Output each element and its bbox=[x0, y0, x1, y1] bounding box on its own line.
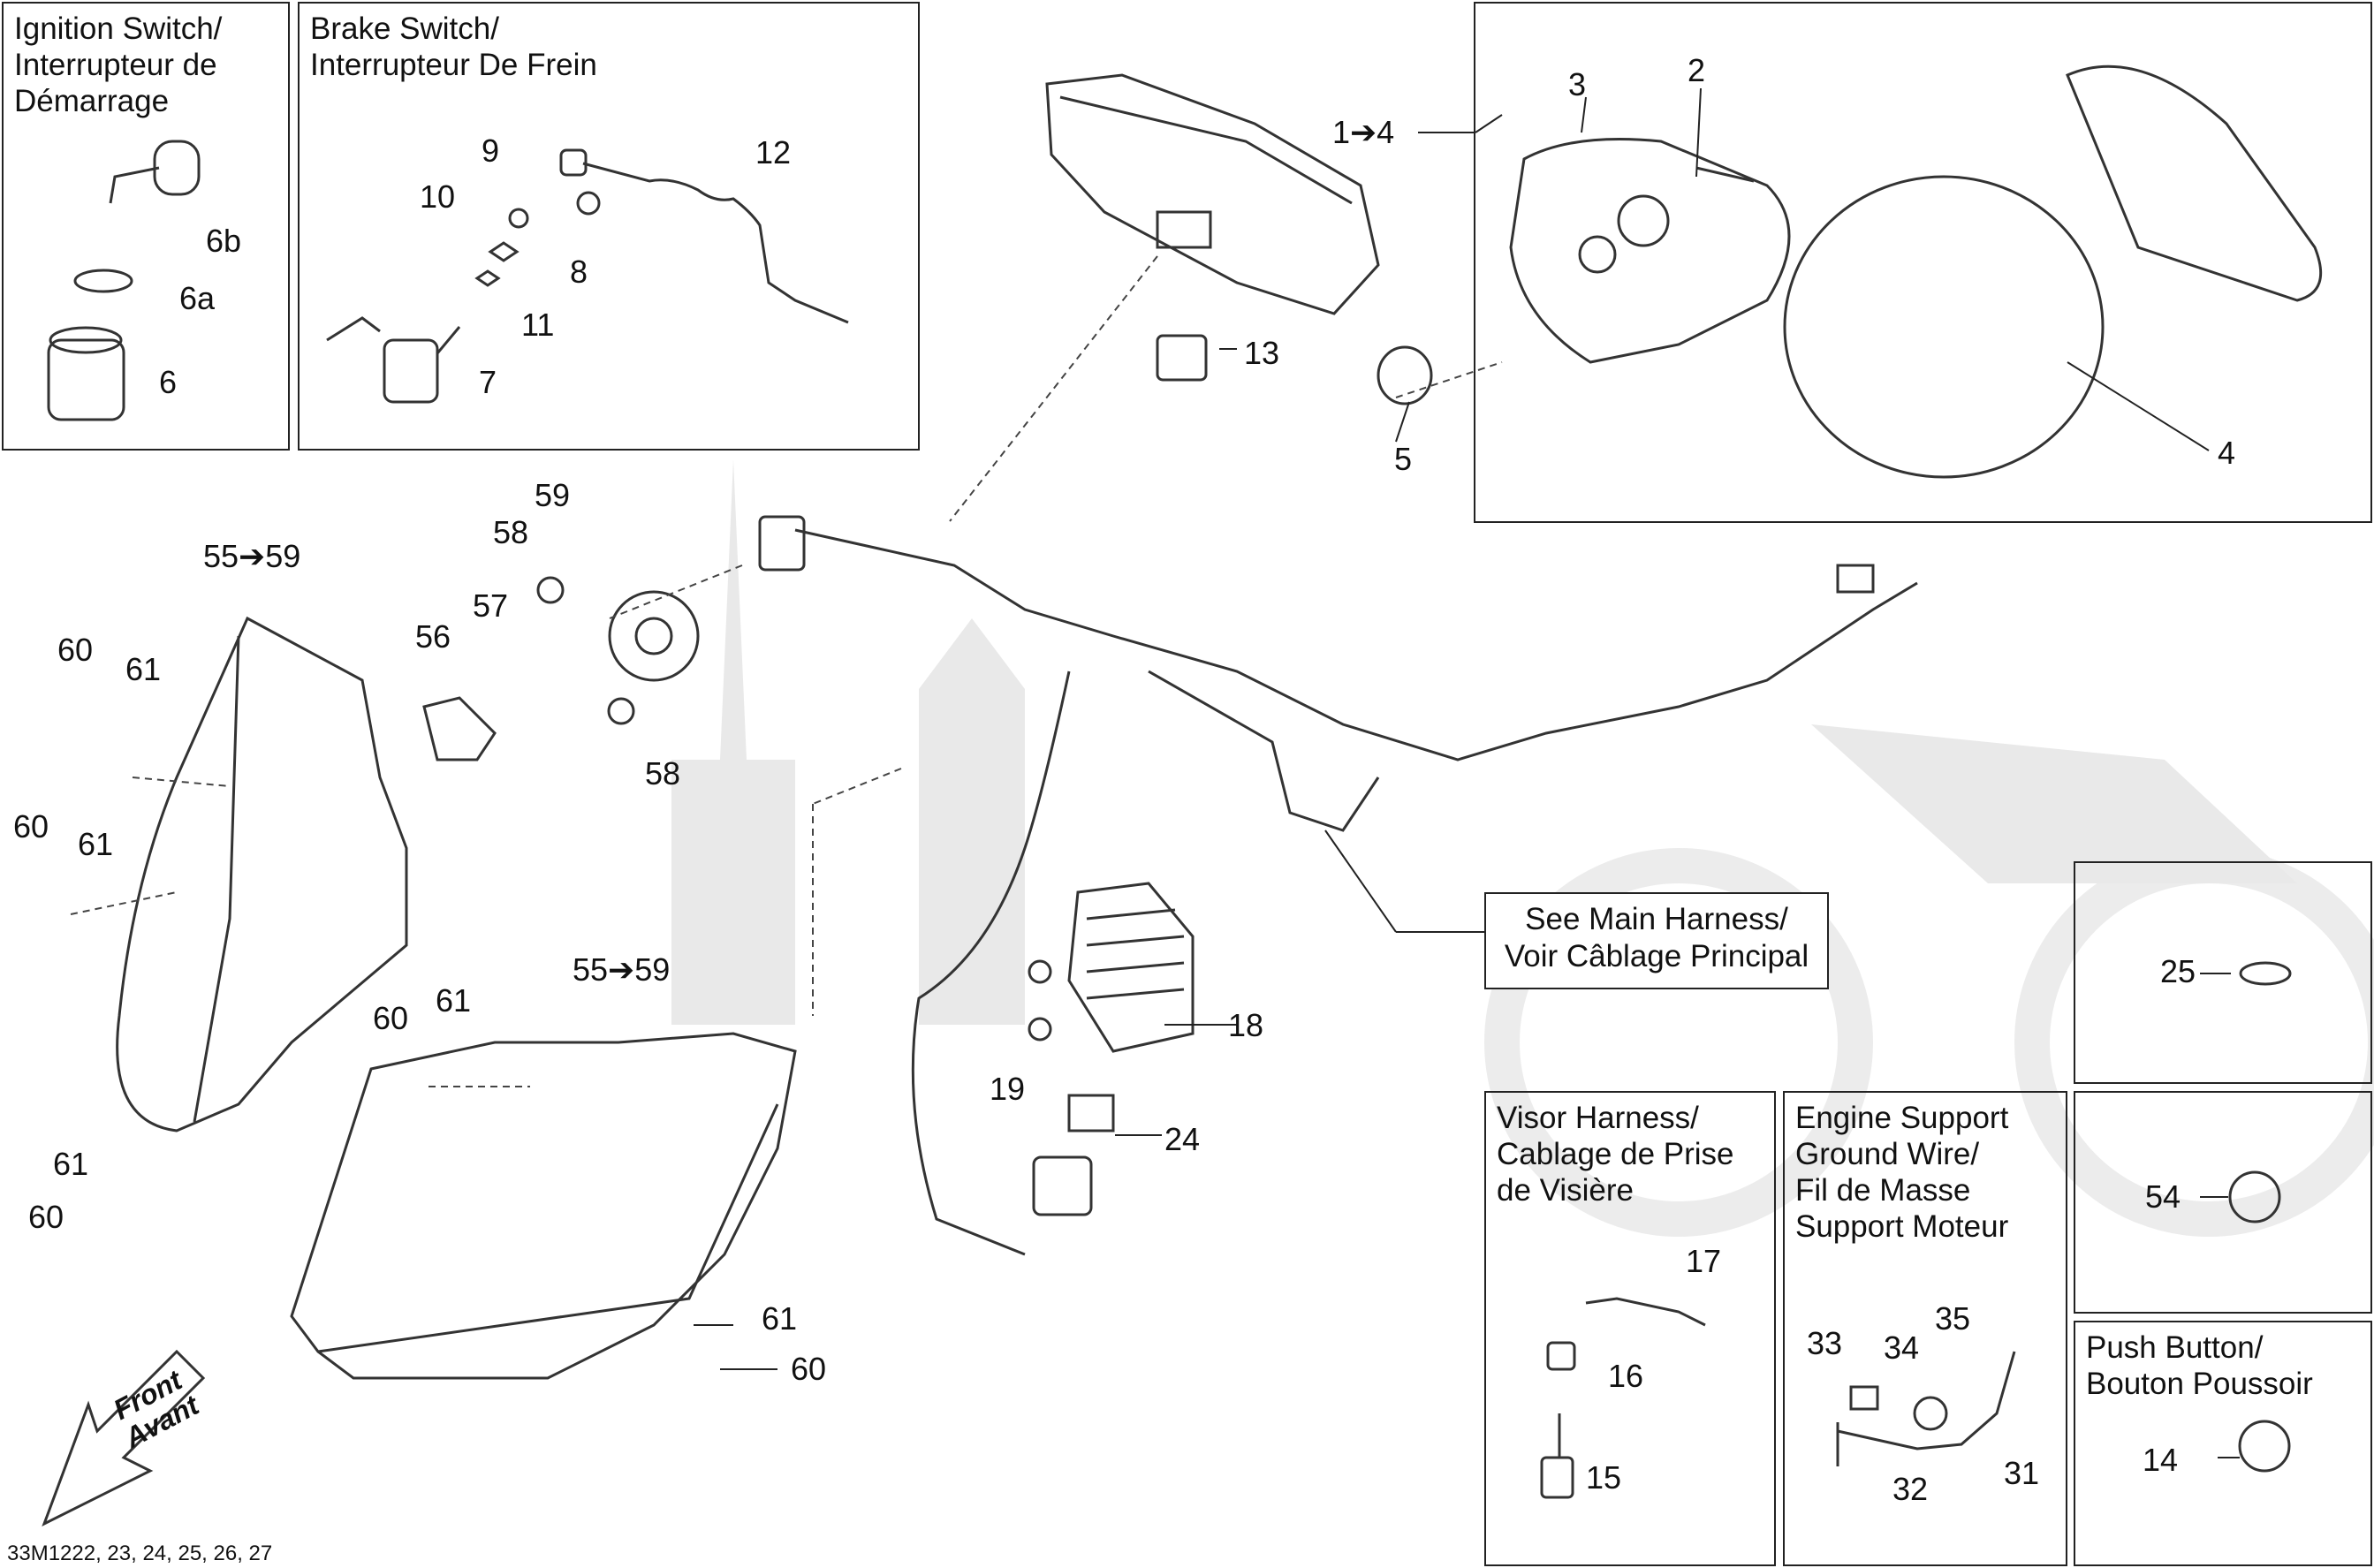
callout-60-b: 60 bbox=[13, 808, 49, 845]
callout-11: 11 bbox=[521, 307, 555, 343]
push-button-title: Push Button/ Bouton Poussoir bbox=[2086, 1330, 2313, 1401]
part-54-panel bbox=[2074, 1091, 2372, 1314]
callout-61-d: 61 bbox=[53, 1146, 89, 1182]
watermark bbox=[671, 459, 2374, 1237]
callout-10: 10 bbox=[420, 178, 456, 215]
callout-2: 2 bbox=[1688, 52, 1706, 88]
ignition-switch-title: Ignition Switch/ Interrupteur de Démarra… bbox=[14, 11, 223, 118]
dashed-leaders bbox=[70, 255, 1503, 1087]
callout-6b: 6b bbox=[206, 223, 242, 259]
callout-31: 31 bbox=[2004, 1455, 2040, 1491]
callout-4: 4 bbox=[2218, 435, 2236, 471]
callout-54: 54 bbox=[2145, 1178, 2181, 1215]
callout-8: 8 bbox=[570, 254, 588, 290]
callout-24: 24 bbox=[1164, 1121, 1201, 1157]
callout-13: 13 bbox=[1244, 335, 1280, 371]
cluster-detail-panel bbox=[1474, 2, 2372, 523]
callout-61-a: 61 bbox=[125, 651, 162, 687]
callout-61-e: 61 bbox=[762, 1300, 798, 1337]
callout-6: 6 bbox=[159, 364, 178, 400]
callout-5: 5 bbox=[1394, 441, 1413, 477]
leader-lines bbox=[694, 87, 2240, 1458]
callout-25: 25 bbox=[2160, 953, 2196, 989]
engine-ground-panel: Engine Support Ground Wire/ Fil de Masse… bbox=[1783, 1091, 2067, 1566]
callout-58-top: 58 bbox=[493, 514, 529, 550]
callout-19: 19 bbox=[990, 1071, 1026, 1107]
bezel-part bbox=[1377, 64, 2323, 479]
callout-12: 12 bbox=[755, 134, 792, 170]
callout-32: 32 bbox=[1892, 1471, 1929, 1507]
callout-60-e: 60 bbox=[791, 1351, 827, 1387]
callout-61-c: 61 bbox=[436, 982, 472, 1019]
callout-56: 56 bbox=[415, 618, 451, 655]
callout-16: 16 bbox=[1608, 1358, 1644, 1394]
visor-harness-title: Visor Harness/ Cablage de Prise de Visiè… bbox=[1497, 1101, 1734, 1208]
brake-switch-title: Brake Switch/ Interrupteur De Frein bbox=[310, 11, 597, 82]
brake-switch-part bbox=[326, 148, 849, 404]
callout-55-59-bottom: 55➔59 bbox=[573, 951, 671, 988]
footer-code: 33M1222, 23, 24, 25, 26, 27 bbox=[7, 1541, 273, 1565]
callout-60-a: 60 bbox=[57, 632, 94, 668]
callout-33: 33 bbox=[1807, 1325, 1843, 1361]
callout-55-59-top: 55➔59 bbox=[203, 538, 301, 574]
instrument-cluster bbox=[1045, 73, 1380, 315]
callout-1-4: 1➔4 bbox=[1332, 114, 1395, 150]
callout-60-d: 60 bbox=[28, 1199, 64, 1235]
visor-harness-panel: Visor Harness/ Cablage de Prise de Visiè… bbox=[1484, 1091, 1776, 1566]
callout-58-bottom: 58 bbox=[645, 755, 681, 792]
callout-7: 7 bbox=[479, 364, 497, 400]
callout-61-b: 61 bbox=[78, 826, 114, 862]
switch-13-part bbox=[1156, 334, 1208, 382]
wiring-harness bbox=[758, 515, 1918, 1256]
callout-14: 14 bbox=[2143, 1442, 2179, 1478]
callout-57: 57 bbox=[473, 587, 509, 624]
part-25-panel bbox=[2074, 861, 2372, 1084]
main-harness-note: See Main Harness/ Voir Câblage Principal bbox=[1484, 892, 1829, 989]
inset-parts bbox=[1540, 961, 2292, 1499]
callout-9: 9 bbox=[482, 133, 500, 169]
engine-ground-title: Engine Support Ground Wire/ Fil de Masse… bbox=[1795, 1101, 2009, 1244]
callout-35: 35 bbox=[1935, 1300, 1971, 1337]
callout-15: 15 bbox=[1586, 1459, 1622, 1496]
ignition-switch-panel: Ignition Switch/ Interrupteur de Démarra… bbox=[2, 2, 290, 451]
callout-3: 3 bbox=[1568, 66, 1587, 102]
front-arrow-icon bbox=[42, 1349, 206, 1527]
callout-18: 18 bbox=[1228, 1007, 1264, 1043]
callout-59: 59 bbox=[535, 477, 571, 513]
callout-60-c: 60 bbox=[373, 1000, 409, 1036]
regulator-part bbox=[1028, 882, 1195, 1216]
callout-34: 34 bbox=[1884, 1329, 1920, 1366]
push-button-panel: Push Button/ Bouton Poussoir bbox=[2074, 1321, 2372, 1566]
brake-switch-panel: Brake Switch/ Interrupteur De Frein bbox=[298, 2, 920, 451]
callout-6a: 6a bbox=[179, 280, 216, 316]
callout-17: 17 bbox=[1686, 1243, 1722, 1279]
headlamp-assembly bbox=[116, 576, 797, 1380]
ignition-switch-part bbox=[47, 140, 201, 421]
